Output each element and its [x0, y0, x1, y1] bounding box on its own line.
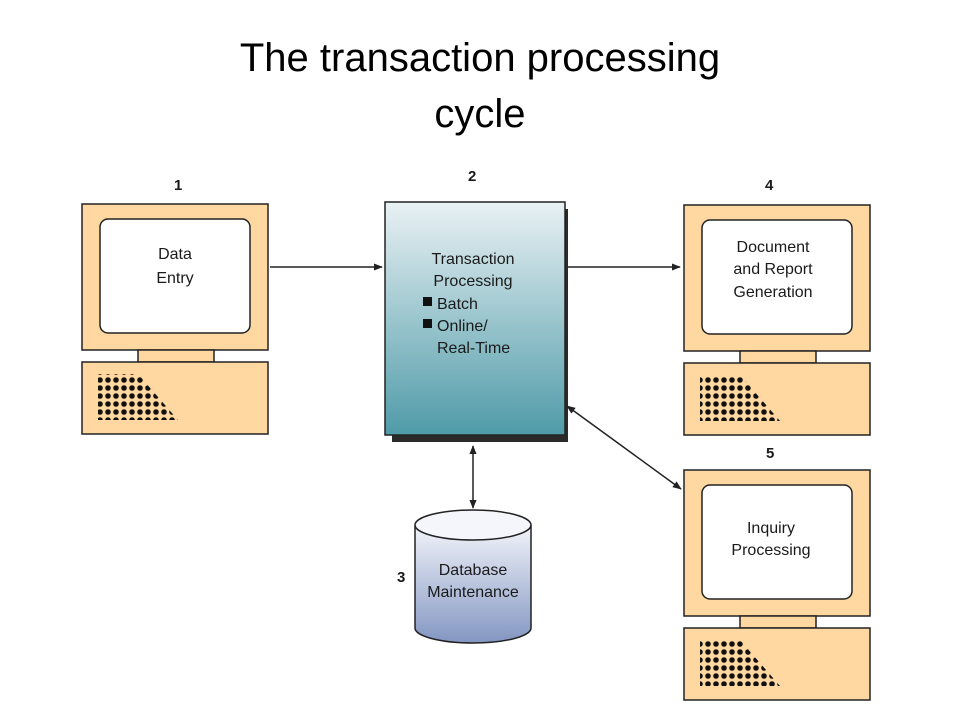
keyboard-keys-icon	[98, 374, 178, 420]
data-entry-computer: 1 Data Entry	[81, 177, 269, 435]
keyboard-keys-icon	[700, 640, 780, 686]
node-number-5: 5	[766, 445, 774, 462]
node-number-3: 3	[397, 569, 405, 586]
tp-label-2: Processing	[433, 273, 512, 290]
inquiry-label-2: Processing	[731, 542, 810, 559]
page-title: The transaction processing cycle	[0, 30, 960, 142]
db-label-1: Database	[439, 562, 508, 579]
tp-label-1: Transaction	[432, 251, 515, 268]
arrow-processing-inquiry	[566, 405, 682, 490]
tp-bullet-realtime: Real-Time	[437, 340, 510, 357]
doc-label-2: and Report	[733, 261, 813, 278]
doc-label-1: Document	[737, 239, 810, 256]
document-report-computer: 4 Document and Report Generation	[683, 177, 871, 436]
bullet-square-icon	[423, 319, 432, 328]
db-label-2: Maintenance	[427, 584, 519, 601]
bullet-square-icon	[423, 297, 432, 306]
database-cylinder: 3 Database Maintenance	[397, 509, 532, 644]
tp-bullet-batch: Batch	[437, 296, 478, 313]
data-entry-label-1: Data	[158, 246, 192, 263]
inquiry-processing-computer: 5 Inquiry Processing	[683, 445, 871, 701]
node-number-2: 2	[468, 168, 476, 185]
node-number-4: 4	[765, 177, 774, 194]
keyboard-keys-icon	[700, 375, 780, 421]
title-line-1: The transaction processing	[239, 36, 721, 80]
node-number-1: 1	[174, 177, 182, 194]
tp-bullet-online: Online/	[437, 318, 488, 335]
transaction-processing-server: 2 Transaction Processing Batch Online/ R…	[384, 168, 568, 442]
title-line-2: cycle	[434, 92, 526, 136]
data-entry-label-2: Entry	[156, 270, 193, 287]
inquiry-label-1: Inquiry	[747, 520, 795, 537]
doc-label-3: Generation	[733, 284, 812, 301]
